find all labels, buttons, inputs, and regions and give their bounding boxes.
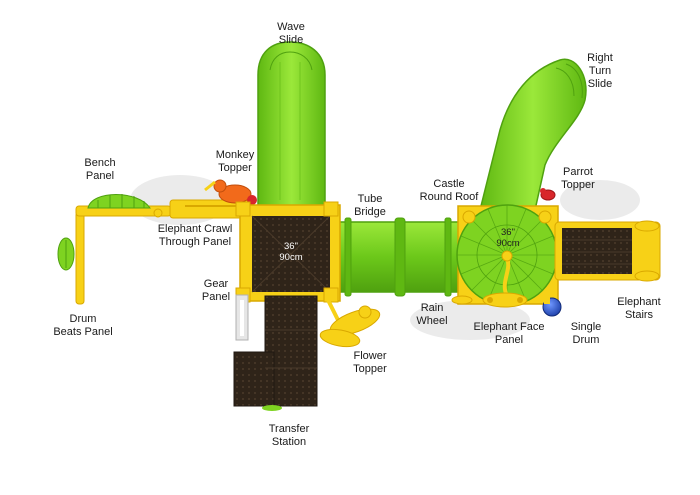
label-text: Stairs [624, 309, 654, 321]
label-wave-slide: Wave Slide [266, 21, 316, 47]
label-text: Round Roof [419, 191, 479, 203]
monkey-topper [204, 179, 257, 205]
transfer-station [233, 295, 318, 411]
label-text: Single [570, 321, 602, 333]
label-text: Parrot [563, 166, 593, 178]
bench-panel [75, 194, 172, 218]
left-deck-height-cm: 90cm [279, 252, 303, 263]
label-text: Panel [85, 170, 115, 182]
label-text: Tube [357, 193, 383, 205]
right-turn-slide [479, 58, 587, 211]
label-elephant-crawl-panel: Elephant Crawl Through Panel [150, 223, 240, 249]
label-transfer-station: Transfer Station [262, 423, 316, 449]
label-text: Bridge [354, 206, 386, 218]
label-bench-panel: Bench Panel [80, 157, 120, 183]
label-text: Topper [353, 363, 387, 375]
label-elephant-face-panel: Elephant Face Panel [467, 321, 551, 347]
tube-bridge [334, 217, 466, 297]
label-text: Wave [277, 21, 305, 33]
label-text: Elephant Crawl [157, 223, 233, 235]
label-text: Castle [433, 178, 465, 190]
label-single-drum: Single Drum [564, 321, 608, 347]
label-text: Topper [218, 162, 252, 174]
label-text: Monkey [215, 149, 255, 161]
label-text: Flower [353, 350, 387, 362]
label-text: Right [587, 52, 613, 64]
elephant-face-panel [482, 292, 528, 308]
label-castle-round-roof: Castle Round Roof [417, 178, 481, 204]
left-deck-height-inches: 36" [284, 241, 298, 252]
label-text: Elephant [617, 296, 661, 308]
label-flower-topper: Flower Topper [345, 350, 395, 376]
gear-panel [235, 294, 249, 341]
label-rain-wheel: Rain Wheel [412, 302, 452, 328]
wave-slide [257, 41, 326, 216]
label-text: Turn [588, 65, 612, 77]
label-text: Transfer [268, 423, 310, 435]
right-deck-height-inches: 36" [501, 227, 515, 238]
elephant-stairs [554, 220, 661, 282]
label-gear-panel: Gear Panel [196, 278, 236, 304]
label-text: Drum [69, 313, 97, 325]
single-drum [542, 296, 562, 317]
label-elephant-stairs: Elephant Stairs [612, 296, 666, 322]
label-text: Topper [561, 179, 595, 191]
label-text: Rain [420, 302, 444, 314]
label-text: Station [271, 436, 307, 448]
elephant-crawl-panel [169, 199, 255, 219]
left-deck [235, 201, 341, 303]
left-deck-height-label: 36" 90cm [276, 241, 306, 263]
right-deck-height-cm: 90cm [496, 238, 520, 249]
label-text: Slide [278, 34, 304, 46]
label-right-turn-slide: Right Turn Slide [578, 52, 622, 91]
rain-wheel [451, 250, 513, 305]
flower-topper [319, 299, 381, 348]
drum-beats-panel [57, 211, 85, 305]
label-text: Through Panel [158, 236, 232, 248]
label-text: Gear [203, 278, 229, 290]
label-text: Wheel [416, 315, 448, 327]
label-parrot-topper: Parrot Topper [556, 166, 600, 192]
parrot-topper [540, 188, 556, 201]
label-drum-beats-panel: Drum Beats Panel [50, 313, 116, 339]
label-monkey-topper: Monkey Topper [210, 149, 260, 175]
label-text: Slide [587, 78, 613, 90]
label-text: Drum [572, 334, 600, 346]
label-tube-bridge: Tube Bridge [348, 193, 392, 219]
label-text: Panel [494, 334, 524, 346]
label-text: Panel [201, 291, 231, 303]
right-deck-height-label: 36" 90cm [493, 227, 523, 249]
label-text: Elephant Face [473, 321, 545, 333]
label-text: Bench [84, 157, 116, 169]
label-text: Beats Panel [53, 326, 113, 338]
